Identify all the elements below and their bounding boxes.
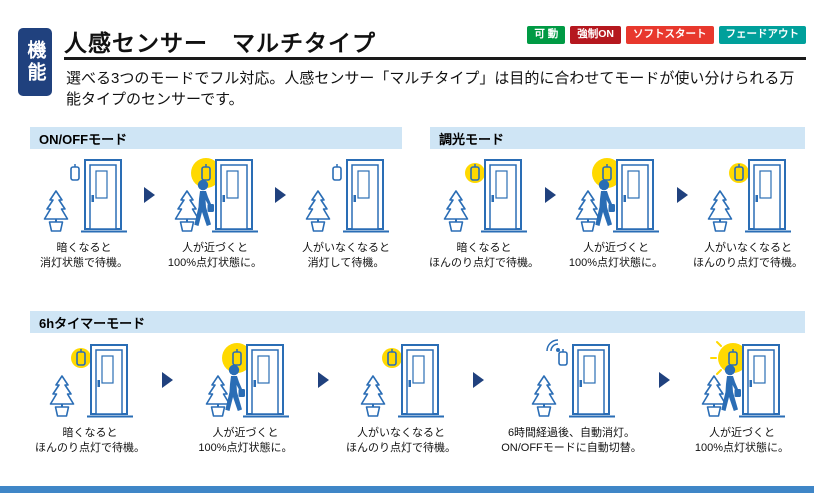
step: 人がいなくなると ほんのり点灯で待機。	[337, 338, 465, 456]
timer-mode-steps: 暗くなると ほんのり点灯で待機。 人が近づくと 100%点灯状態に。 人がいなく…	[26, 338, 806, 456]
arrow-right-icon	[658, 372, 670, 388]
scene-illustration	[201, 338, 291, 423]
scene-illustration	[703, 153, 793, 238]
scene-illustration	[571, 153, 661, 238]
step: 人が近づくと 100%点灯状態に。	[182, 338, 310, 456]
scene-illustration	[697, 338, 787, 423]
badge-movable: 可 動	[527, 26, 566, 44]
step: 人が近づくと 100%点灯状態に。	[558, 153, 674, 271]
function-tab: 機能	[18, 28, 52, 96]
step-caption: 人が近づくと 100%点灯状態に。	[568, 242, 664, 269]
section-title-onoff-mode: ON/OFFモード	[30, 127, 402, 149]
step-caption: 暗くなると ほんのり点灯で待機。	[35, 427, 145, 454]
bottom-accent-bar	[0, 486, 814, 493]
step: 人がいなくなると 消灯して待機。	[288, 153, 404, 271]
step-caption: 人がいなくなると ほんのり点灯で待機。	[693, 242, 803, 269]
scene-illustration	[170, 153, 260, 238]
arrow-right-icon	[162, 372, 174, 388]
step-caption: 人がいなくなると ほんのり点灯で待機。	[346, 427, 456, 454]
arrow-right-icon	[144, 187, 155, 203]
step: 人が近づくと 100%点灯状態に。	[157, 153, 273, 271]
section-title-dimming-mode: 調光モード	[430, 127, 805, 149]
description-text: 選べる3つのモードでフル対応。人感センサー「マルチタイプ」は目的に合わせてモード…	[66, 70, 795, 108]
arrow-right-icon	[275, 187, 286, 203]
step-caption: 人がいなくなると 消灯して待機。	[302, 242, 390, 269]
scene-illustration	[439, 153, 529, 238]
dimming-mode-steps: 暗くなると ほんのり点灯で待機。 人が近づくと 100%点灯状態に。 人がいなく…	[426, 153, 806, 271]
step: 暗くなると 消灯状態で待機。	[26, 153, 142, 271]
onoff-mode-steps: 暗くなると 消灯状態で待機。 人が近づくと 100%点灯状態に。 人がいなくなる…	[26, 153, 404, 271]
step: 暗くなると ほんのり点灯で待機。	[426, 153, 542, 271]
step-caption: 6時間経過後、自動消灯。 ON/OFFモードに自動切替。	[501, 427, 642, 454]
page-title: 人感センサー マルチタイプ	[64, 30, 376, 56]
step-caption: 暗くなると 消灯状態で待機。	[40, 242, 128, 269]
scene-illustration	[356, 338, 446, 423]
badge-forced-on: 強制ON	[570, 26, 621, 44]
badge-soft-start: ソフトスタート	[626, 26, 714, 44]
scene-illustration	[301, 153, 391, 238]
scene-illustration	[39, 153, 129, 238]
step: 暗くなると ほんのり点灯で待機。	[26, 338, 154, 456]
section-title-6h-timer-mode: 6hタイマーモード	[30, 311, 805, 333]
arrow-right-icon	[676, 187, 688, 203]
header: 人感センサー マルチタイプ 可 動 強制ON ソフトスタート フェードアウト	[64, 24, 806, 60]
arrow-right-icon	[317, 372, 329, 388]
arrow-right-icon	[473, 372, 485, 388]
feature-badges: 可 動 強制ON ソフトスタート フェードアウト	[527, 26, 806, 44]
step-caption: 人が近づくと 100%点灯状態に。	[167, 242, 263, 269]
badge-fade-out: フェードアウト	[718, 26, 806, 44]
scene-illustration	[527, 338, 617, 423]
step: 人がいなくなると ほんのり点灯で待機。	[690, 153, 806, 271]
step: 人が近づくと 100%点灯状態に。	[678, 338, 806, 456]
step-caption: 人が近づくと 100%点灯状態に。	[198, 427, 293, 454]
arrow-right-icon	[544, 187, 556, 203]
step-caption: 暗くなると ほんのり点灯で待機。	[429, 242, 539, 269]
step: 6時間経過後、自動消灯。 ON/OFFモードに自動切替。	[493, 338, 651, 456]
step-caption: 人が近づくと 100%点灯状態に。	[694, 427, 790, 454]
scene-illustration	[45, 338, 135, 423]
